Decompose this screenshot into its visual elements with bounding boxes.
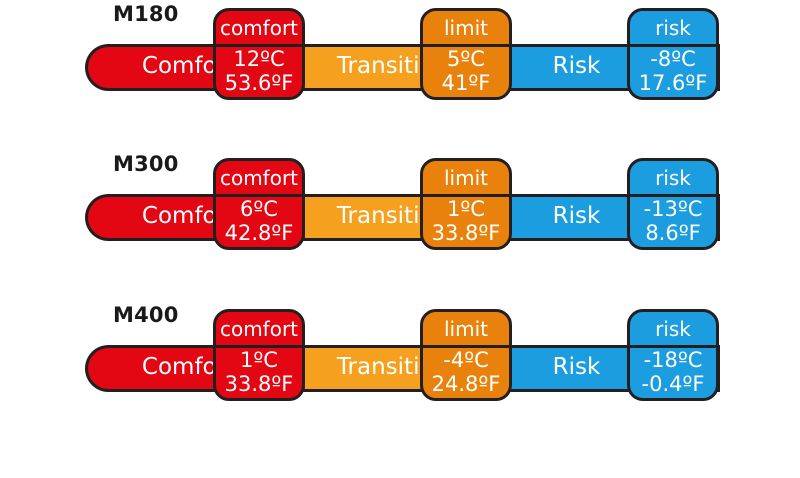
threshold-title: limit bbox=[423, 312, 509, 348]
threshold-celsius: 1ºC bbox=[447, 197, 485, 222]
threshold-title: comfort bbox=[216, 312, 302, 348]
threshold-values: 1ºC 33.8ºF bbox=[423, 197, 509, 247]
threshold-values: 6ºC 42.8ºF bbox=[216, 197, 302, 247]
threshold-fahrenheit: 33.8ºF bbox=[431, 221, 501, 245]
threshold-marker-risk: risk -18ºC -0.4ºF bbox=[627, 309, 719, 401]
threshold-fahrenheit: 8.6ºF bbox=[645, 221, 701, 245]
threshold-celsius: 6ºC bbox=[240, 197, 278, 222]
threshold-title: risk bbox=[630, 11, 716, 47]
model-row: M300 Comfort Transition Risk comfort 6ºC… bbox=[0, 150, 800, 300]
zone-label: Risk bbox=[552, 53, 601, 79]
threshold-marker-limit: limit 1ºC 33.8ºF bbox=[420, 158, 512, 250]
threshold-title: risk bbox=[630, 161, 716, 197]
model-row: M180 Comfort Transition Risk comfort 12º… bbox=[0, 0, 800, 150]
model-row: M400 Comfort Transition Risk comfort 1ºC… bbox=[0, 301, 800, 451]
threshold-marker-comfort: comfort 6ºC 42.8ºF bbox=[213, 158, 305, 250]
threshold-fahrenheit: 53.6ºF bbox=[224, 71, 294, 95]
threshold-celsius: -8ºC bbox=[650, 47, 696, 72]
threshold-marker-risk: risk -8ºC 17.6ºF bbox=[627, 8, 719, 100]
zone-label: Comfort bbox=[141, 354, 236, 380]
threshold-fahrenheit: 41ºF bbox=[441, 71, 491, 95]
threshold-celsius: 5ºC bbox=[447, 47, 485, 72]
threshold-title: comfort bbox=[216, 161, 302, 197]
threshold-fahrenheit: 42.8ºF bbox=[224, 221, 294, 245]
threshold-fahrenheit: 33.8ºF bbox=[224, 372, 294, 396]
threshold-values: -4ºC 24.8ºF bbox=[423, 348, 509, 398]
threshold-values: -13ºC 8.6ºF bbox=[630, 197, 716, 247]
threshold-marker-limit: limit -4ºC 24.8ºF bbox=[420, 309, 512, 401]
zone-label: Risk bbox=[552, 203, 601, 229]
threshold-title: comfort bbox=[216, 11, 302, 47]
threshold-values: 12ºC 53.6ºF bbox=[216, 47, 302, 97]
threshold-marker-risk: risk -13ºC 8.6ºF bbox=[627, 158, 719, 250]
threshold-values: -8ºC 17.6ºF bbox=[630, 47, 716, 97]
temperature-bar: Comfort Transition Risk bbox=[85, 44, 720, 91]
threshold-marker-limit: limit 5ºC 41ºF bbox=[420, 8, 512, 100]
threshold-title: limit bbox=[423, 11, 509, 47]
model-label: M400 bbox=[113, 303, 179, 327]
threshold-fahrenheit: 24.8ºF bbox=[431, 372, 501, 396]
threshold-title: risk bbox=[630, 312, 716, 348]
threshold-fahrenheit: 17.6ºF bbox=[638, 71, 708, 95]
threshold-celsius: -4ºC bbox=[443, 348, 489, 373]
threshold-fahrenheit: -0.4ºF bbox=[641, 372, 705, 396]
temperature-bar: Comfort Transition Risk bbox=[85, 345, 720, 392]
threshold-values: -18ºC -0.4ºF bbox=[630, 348, 716, 398]
model-label: M300 bbox=[113, 152, 179, 176]
threshold-celsius: -18ºC bbox=[643, 348, 703, 373]
model-label: M180 bbox=[113, 2, 179, 26]
threshold-values: 5ºC 41ºF bbox=[423, 47, 509, 97]
threshold-title: limit bbox=[423, 161, 509, 197]
threshold-marker-comfort: comfort 1ºC 33.8ºF bbox=[213, 309, 305, 401]
threshold-values: 1ºC 33.8ºF bbox=[216, 348, 302, 398]
temperature-bar: Comfort Transition Risk bbox=[85, 194, 720, 241]
zone-label: Comfort bbox=[141, 53, 236, 79]
threshold-marker-comfort: comfort 12ºC 53.6ºF bbox=[213, 8, 305, 100]
threshold-celsius: 1ºC bbox=[240, 348, 278, 373]
zone-label: Comfort bbox=[141, 203, 236, 229]
zone-label: Risk bbox=[552, 354, 601, 380]
threshold-celsius: -13ºC bbox=[643, 197, 703, 222]
threshold-celsius: 12ºC bbox=[233, 47, 285, 72]
